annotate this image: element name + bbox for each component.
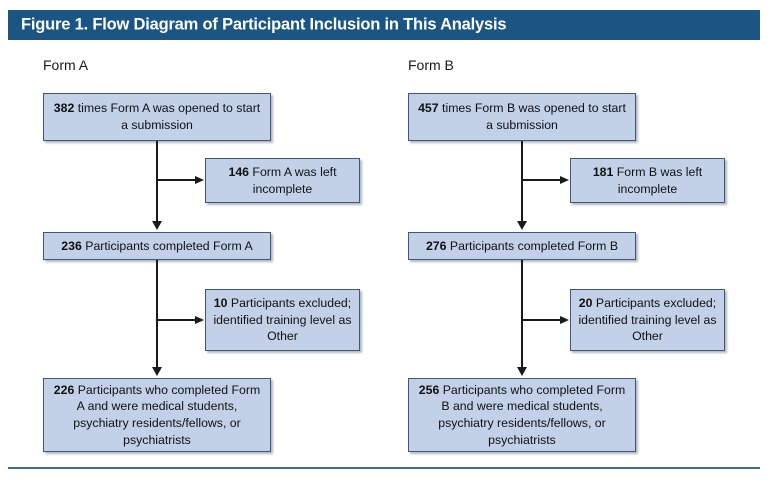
flow-node-a2: 146 Form A was left incomplete xyxy=(205,158,360,203)
connector-a3-to-a4-arrowhead xyxy=(195,315,204,324)
figure-title-bar: Figure 1. Flow Diagram of Participant In… xyxy=(8,10,760,40)
flow-node-a5: 226 Participants who completed Form A an… xyxy=(43,378,271,452)
flow-node-a3-text: Participants completed Form A xyxy=(81,238,253,253)
flow-node-b3-count: 276 xyxy=(425,238,447,253)
column-heading-form-b: Form B xyxy=(408,57,454,73)
flow-node-a3-count: 236 xyxy=(61,238,82,253)
connector-a1-to-a2-line xyxy=(157,179,196,181)
flow-node-a4: 10 Participants excluded; identified tra… xyxy=(205,289,360,351)
flow-node-a4-count: 10 xyxy=(213,295,228,310)
connector-b1-to-b2-arrowhead xyxy=(560,175,569,184)
flow-node-b1-count: 457 xyxy=(418,101,439,116)
connector-a1-to-a2-arrowhead xyxy=(195,175,204,184)
connector-b3-to-b4-arrowhead xyxy=(560,315,569,324)
flow-node-b5-count: 256 xyxy=(418,382,440,397)
connector-a3-to-a5-arrowhead xyxy=(152,367,162,376)
flow-node-a5-text: Participants who completed Form A and we… xyxy=(73,382,261,447)
flow-node-a4-text: Participants excluded; identified traini… xyxy=(213,295,352,344)
flow-node-a3: 236 Participants completed Form A xyxy=(43,232,271,260)
flow-node-b4-text: Participants excluded; identified traini… xyxy=(578,295,717,344)
flow-node-b1-text: times Form B was opened to start a submi… xyxy=(438,101,626,132)
flow-node-a5-count: 226 xyxy=(53,382,75,397)
flow-node-a2-count: 146 xyxy=(228,164,250,179)
connector-a3-to-a5-line xyxy=(156,260,158,369)
flow-node-b2-text: Form B was left incomplete xyxy=(613,164,703,196)
connector-b3-to-b4-line xyxy=(522,319,561,321)
flow-node-a1-text: times Form A was opened to start a submi… xyxy=(74,101,261,132)
flow-node-b1: 457 times Form B was opened to start a s… xyxy=(408,93,636,141)
column-heading-form-a: Form A xyxy=(43,57,89,73)
footer-divider xyxy=(8,467,760,469)
connector-a1-to-a3-line xyxy=(156,141,158,223)
flow-node-b3: 276 Participants completed Form B xyxy=(408,232,636,260)
flow-node-a2-text: Form A was left incomplete xyxy=(249,164,337,196)
flow-node-a1: 382 times Form A was opened to start a s… xyxy=(43,93,271,141)
flow-node-b4-count: 20 xyxy=(578,295,593,310)
flow-node-b2-count: 181 xyxy=(592,164,614,179)
flow-node-b4: 20 Participants excluded; identified tra… xyxy=(570,289,725,351)
connector-a1-to-a3-arrowhead xyxy=(152,221,162,230)
connector-b3-to-b5-line xyxy=(521,260,523,369)
connector-b1-to-b3-arrowhead xyxy=(517,221,527,230)
flow-node-b5: 256 Participants who completed Form B an… xyxy=(408,378,636,452)
connector-a3-to-a4-line xyxy=(157,319,196,321)
connector-b1-to-b3-line xyxy=(521,141,523,223)
flow-node-a1-count: 382 xyxy=(53,101,75,116)
flow-node-b3-text: Participants completed Form B xyxy=(446,238,619,253)
figure-title: Figure 1. Flow Diagram of Participant In… xyxy=(21,15,507,34)
connector-b1-to-b2-line xyxy=(522,179,561,181)
flow-node-b2: 181 Form B was left incomplete xyxy=(570,158,725,203)
flow-node-b5-text: Participants who completed Form B and we… xyxy=(438,382,626,447)
connector-b3-to-b5-arrowhead xyxy=(517,367,527,376)
